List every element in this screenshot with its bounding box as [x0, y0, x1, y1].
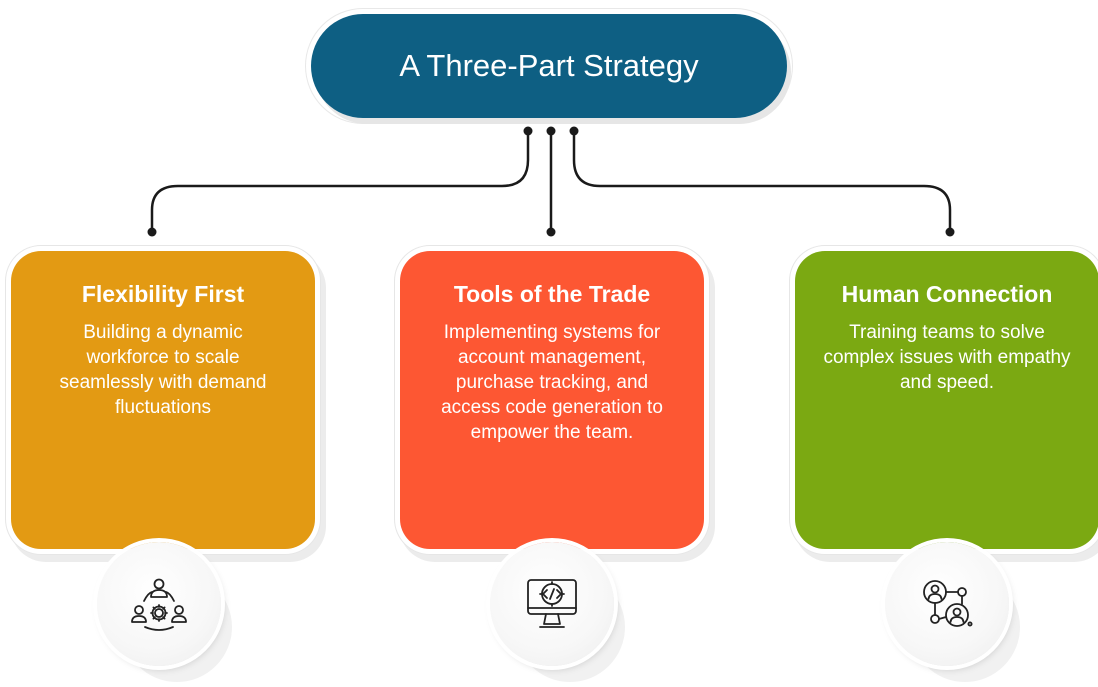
card-body: Building a dynamic workforce to scale se… — [59, 322, 267, 418]
connector-right — [572, 131, 952, 232]
card-body: Implementing systems for account managem… — [441, 322, 663, 443]
code-monitor-icon — [527, 579, 577, 628]
connector-dot-right — [945, 227, 955, 237]
card-flexibility-first: Flexibility First Building a dynamic wor… — [11, 251, 315, 549]
card-heading: Tools of the Trade — [453, 281, 651, 307]
connector-dot-top-center — [546, 126, 556, 136]
connector-left — [150, 131, 530, 232]
diagram-title: A Three-Part Strategy — [399, 48, 699, 83]
title-banner: A Three-Part Strategy — [311, 14, 787, 118]
icon-badge-1 — [97, 542, 221, 666]
card-tools-of-the-trade: Tools of the Trade Implementing systems … — [400, 251, 704, 549]
team-gear-icon — [131, 578, 187, 631]
card-body: Training teams to solve complex issues w… — [823, 322, 1071, 393]
card-human-connection: Human Connection Training teams to solve… — [795, 251, 1098, 549]
icon-badge-2 — [490, 542, 614, 666]
connector-dot-top-right — [569, 126, 579, 136]
connector-dot-left — [147, 227, 157, 237]
people-network-icon — [923, 580, 973, 627]
connector-dot-center — [546, 227, 556, 237]
icon-badge-3 — [885, 542, 1009, 666]
card-heading: Flexibility First — [81, 281, 245, 307]
connector-dot-top-left — [523, 126, 533, 136]
card-heading: Human Connection — [841, 281, 1053, 307]
